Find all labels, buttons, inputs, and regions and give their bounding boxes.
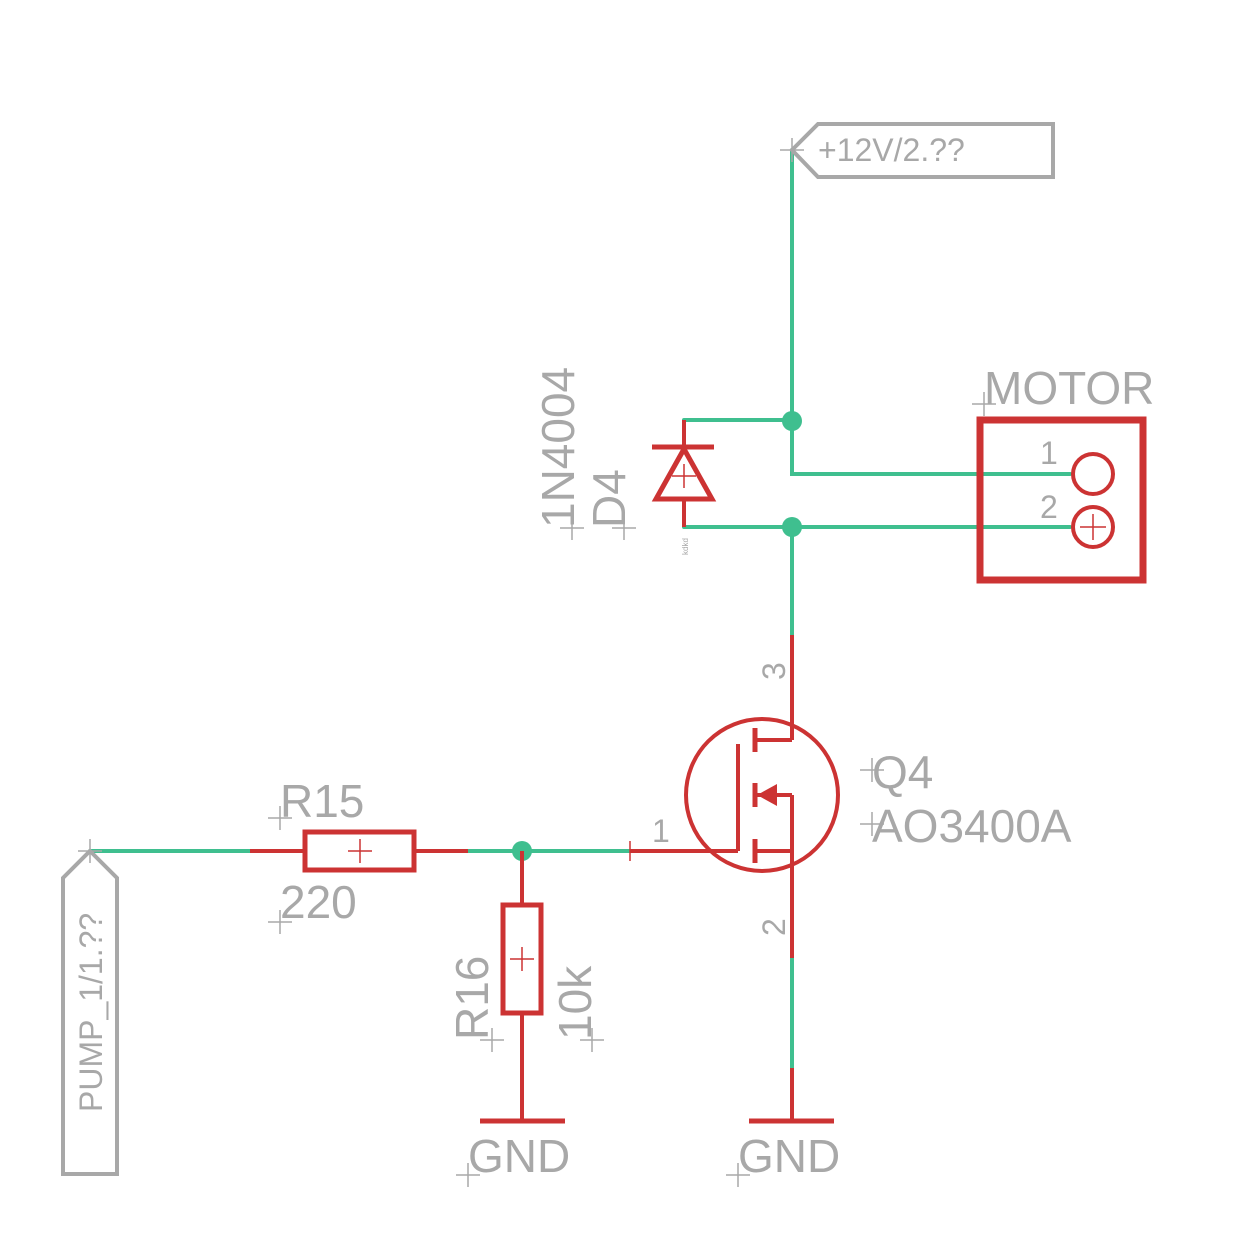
r16-value: 10k [549, 965, 601, 1040]
diode-d4: kdkd 1N4004 D4 [532, 367, 717, 555]
mosfet-name: Q4 [872, 746, 933, 798]
diode-pin-micro-label: kdkd [681, 538, 690, 555]
junction-dot [782, 517, 802, 537]
resistor-r15: R15 220 [250, 775, 468, 934]
diode-value: 1N4004 [532, 367, 584, 528]
mosfet-pin-source: 2 [756, 918, 792, 936]
wire-supply-vertical [790, 148, 1072, 476]
input-net-label: PUMP_1/1.?? [61, 839, 119, 1176]
motor-connector: MOTOR 1 2 [972, 362, 1154, 584]
r15-value: 220 [280, 876, 357, 928]
junction-dot [782, 411, 802, 431]
gnd-right: GND [726, 1068, 840, 1187]
supply-net-label: +12V/2.?? [780, 122, 1055, 179]
gnd-left: GND [456, 1118, 570, 1187]
r16-name: R16 [446, 956, 498, 1040]
wires [88, 148, 1072, 1070]
gnd-left-text: GND [468, 1130, 570, 1182]
motor-pin1: 1 [1040, 435, 1058, 471]
motor-name: MOTOR [984, 362, 1154, 414]
diode-name: D4 [583, 469, 635, 528]
gnd-right-text: GND [738, 1130, 840, 1182]
mosfet-value: AO3400A [872, 800, 1072, 852]
motor-pin2: 2 [1040, 489, 1058, 525]
r15-name: R15 [280, 775, 364, 827]
supply-net-text: +12V/2.?? [818, 132, 965, 168]
mosfet-pin-gate: 1 [652, 813, 670, 849]
input-net-text: PUMP_1/1.?? [73, 913, 109, 1112]
mosfet-q4: 1 2 3 Q4 AO3400A [629, 635, 1072, 958]
mosfet-pin-drain: 3 [756, 662, 792, 680]
resistor-r16: R16 10k [446, 851, 604, 1120]
